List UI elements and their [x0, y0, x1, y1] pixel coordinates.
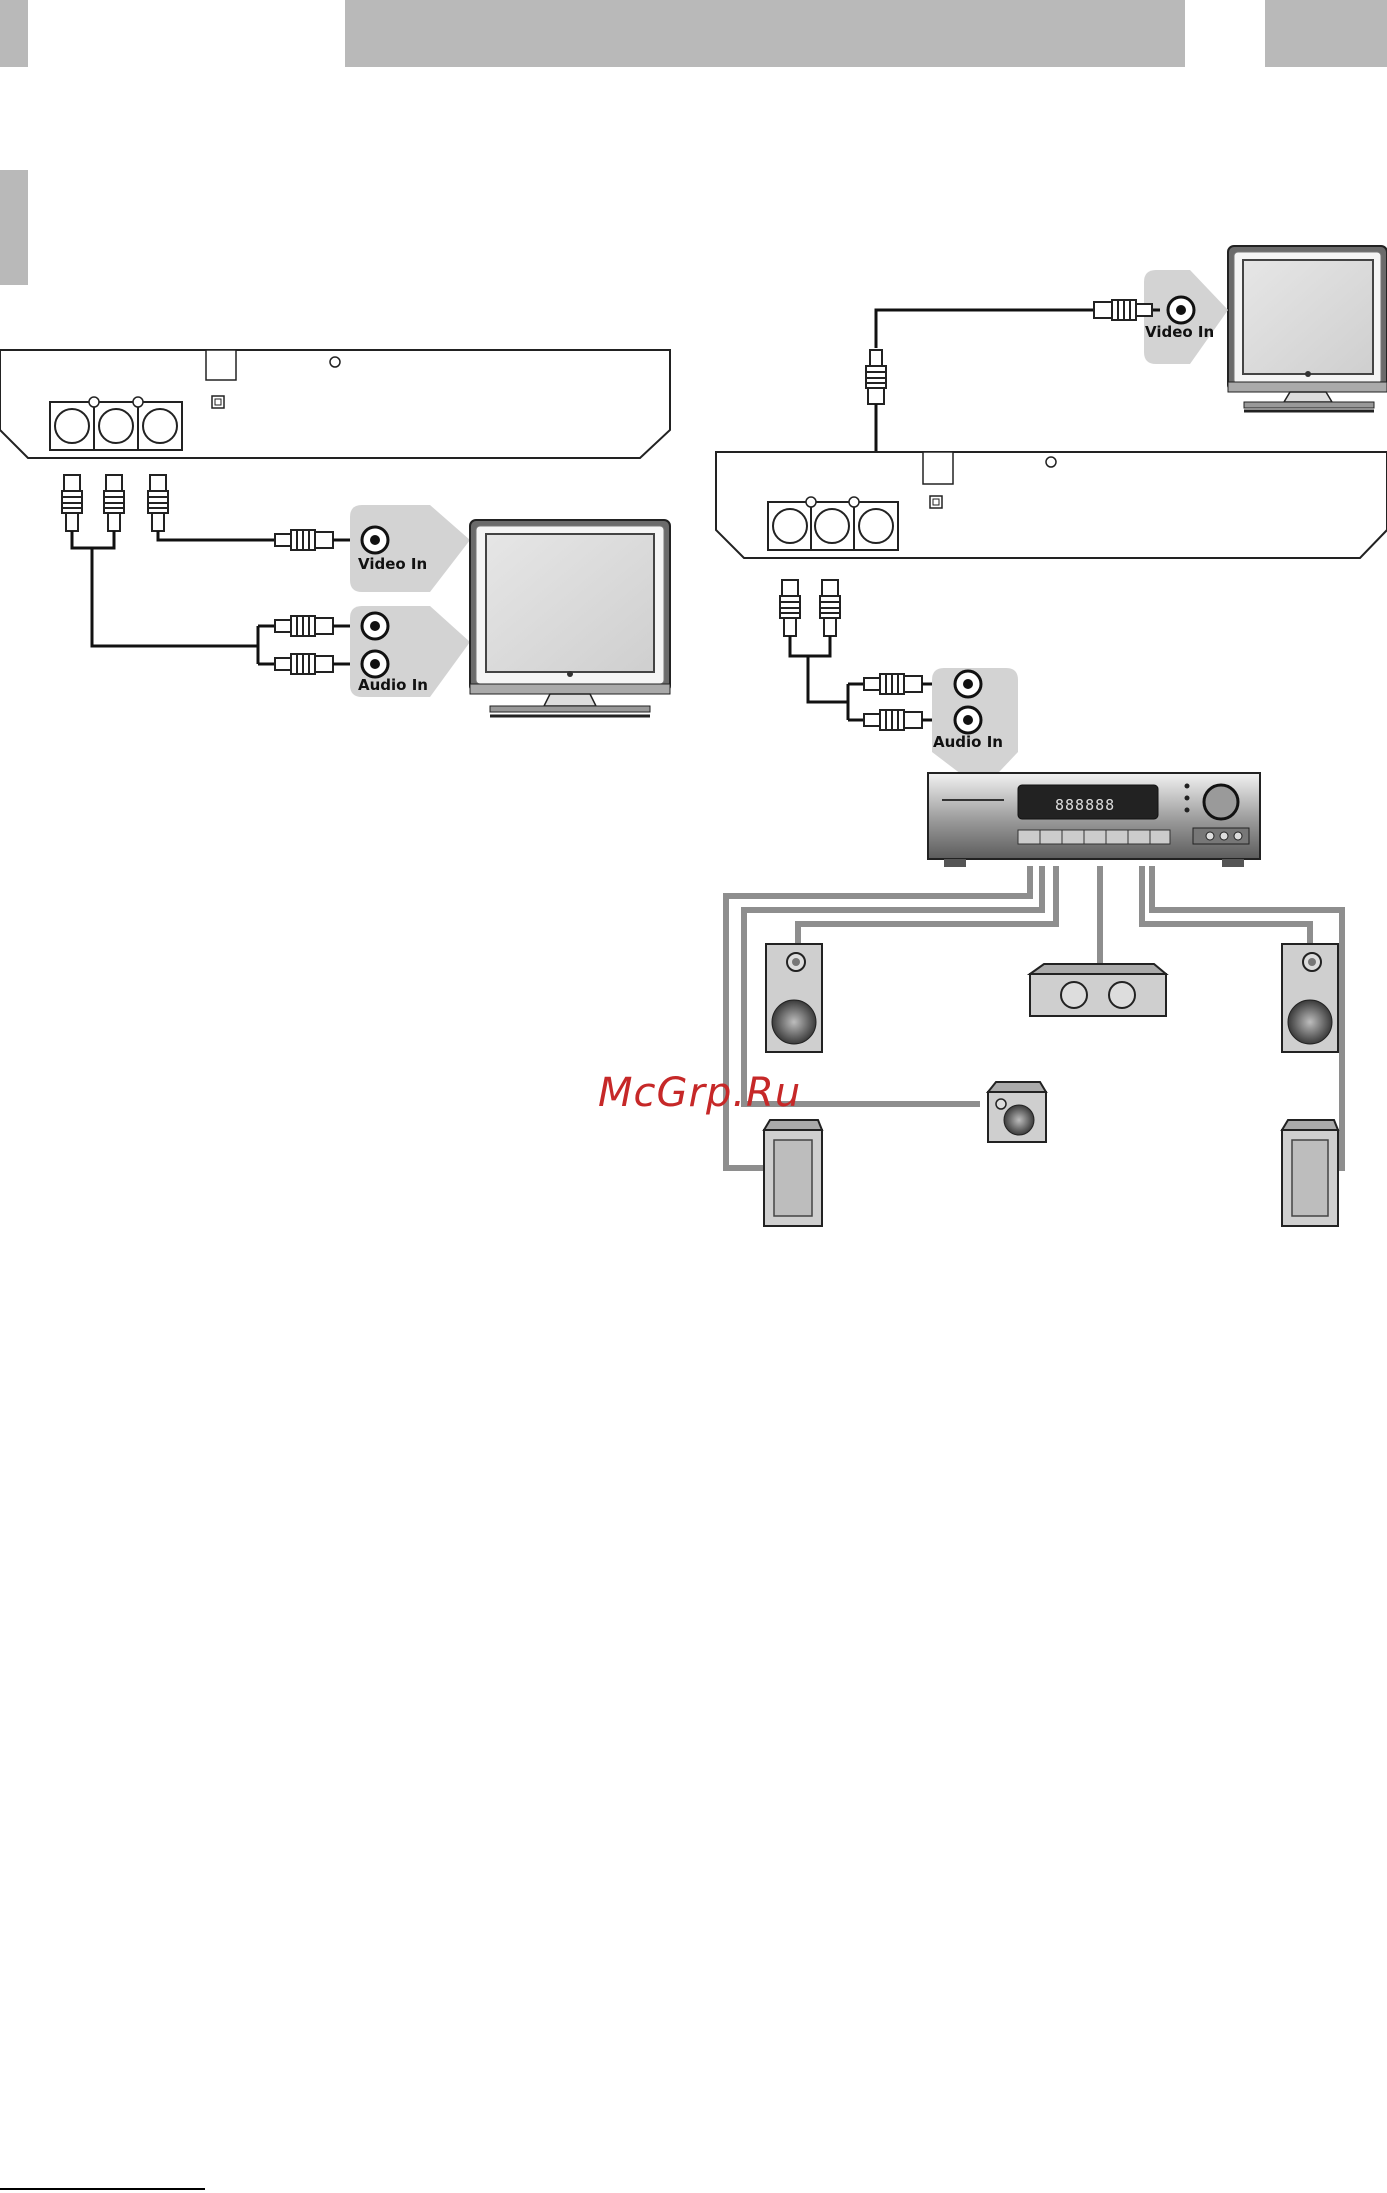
speaker-rear-left	[764, 1120, 822, 1226]
speaker-center	[1030, 964, 1166, 1016]
rca-plug-tv-video	[275, 530, 333, 550]
rca-plug-audio-r	[104, 475, 124, 531]
tv-right	[1228, 246, 1387, 411]
video-in-label-right: Video In	[1145, 323, 1214, 341]
tv-audio-jack-r	[362, 651, 388, 677]
tv-video-jack	[362, 527, 388, 553]
receiver-audio-jack-r	[955, 707, 981, 733]
speaker-rear-right	[1282, 1120, 1338, 1226]
rca-plug-video	[148, 475, 168, 531]
receiver-display-text: 888888	[1055, 796, 1115, 814]
watermark: McGrp.Ru	[598, 1070, 801, 1116]
rca-plug-receiver-audio-l	[864, 674, 922, 694]
audio-in-label-left: Audio In	[358, 676, 428, 694]
video-in-label-left: Video In	[358, 555, 427, 573]
video-cable-left	[158, 531, 275, 540]
av-receiver: 888888	[928, 773, 1260, 867]
player-small-port-inner	[215, 399, 221, 405]
rca-plug-right-audio-l	[780, 580, 800, 636]
audio-cable-right	[790, 636, 864, 720]
left-diagram: Video In Audio In	[0, 350, 670, 716]
player-screw	[330, 357, 340, 367]
tv-audio-jack-l	[362, 613, 388, 639]
subwoofer	[988, 1082, 1046, 1142]
tv-left	[470, 520, 670, 716]
rca-plug-right-video-v	[866, 350, 886, 404]
right-diagram: Video In	[716, 246, 1387, 1226]
audio-jack-l	[55, 409, 89, 443]
audio-jack-r	[99, 409, 133, 443]
footer-rule	[0, 2188, 205, 2190]
rca-plug-tv-audio-l	[275, 616, 333, 636]
speaker-front-left	[766, 944, 822, 1052]
player-port-square	[206, 350, 236, 380]
rca-plug-audio-l	[62, 475, 82, 531]
receiver-audio-jack-l	[955, 671, 981, 697]
rca-plug-right-video-h	[1094, 300, 1152, 320]
rca-plug-tv-audio-r	[275, 654, 333, 674]
rca-plug-right-audio-r	[820, 580, 840, 636]
tv-right-video-jack	[1168, 297, 1194, 323]
audio-in-label-right: Audio In	[933, 733, 1003, 751]
video-jack	[143, 409, 177, 443]
rca-plug-receiver-audio-r	[864, 710, 922, 730]
audio-cable-left	[72, 531, 275, 664]
speaker-front-right	[1282, 944, 1338, 1052]
